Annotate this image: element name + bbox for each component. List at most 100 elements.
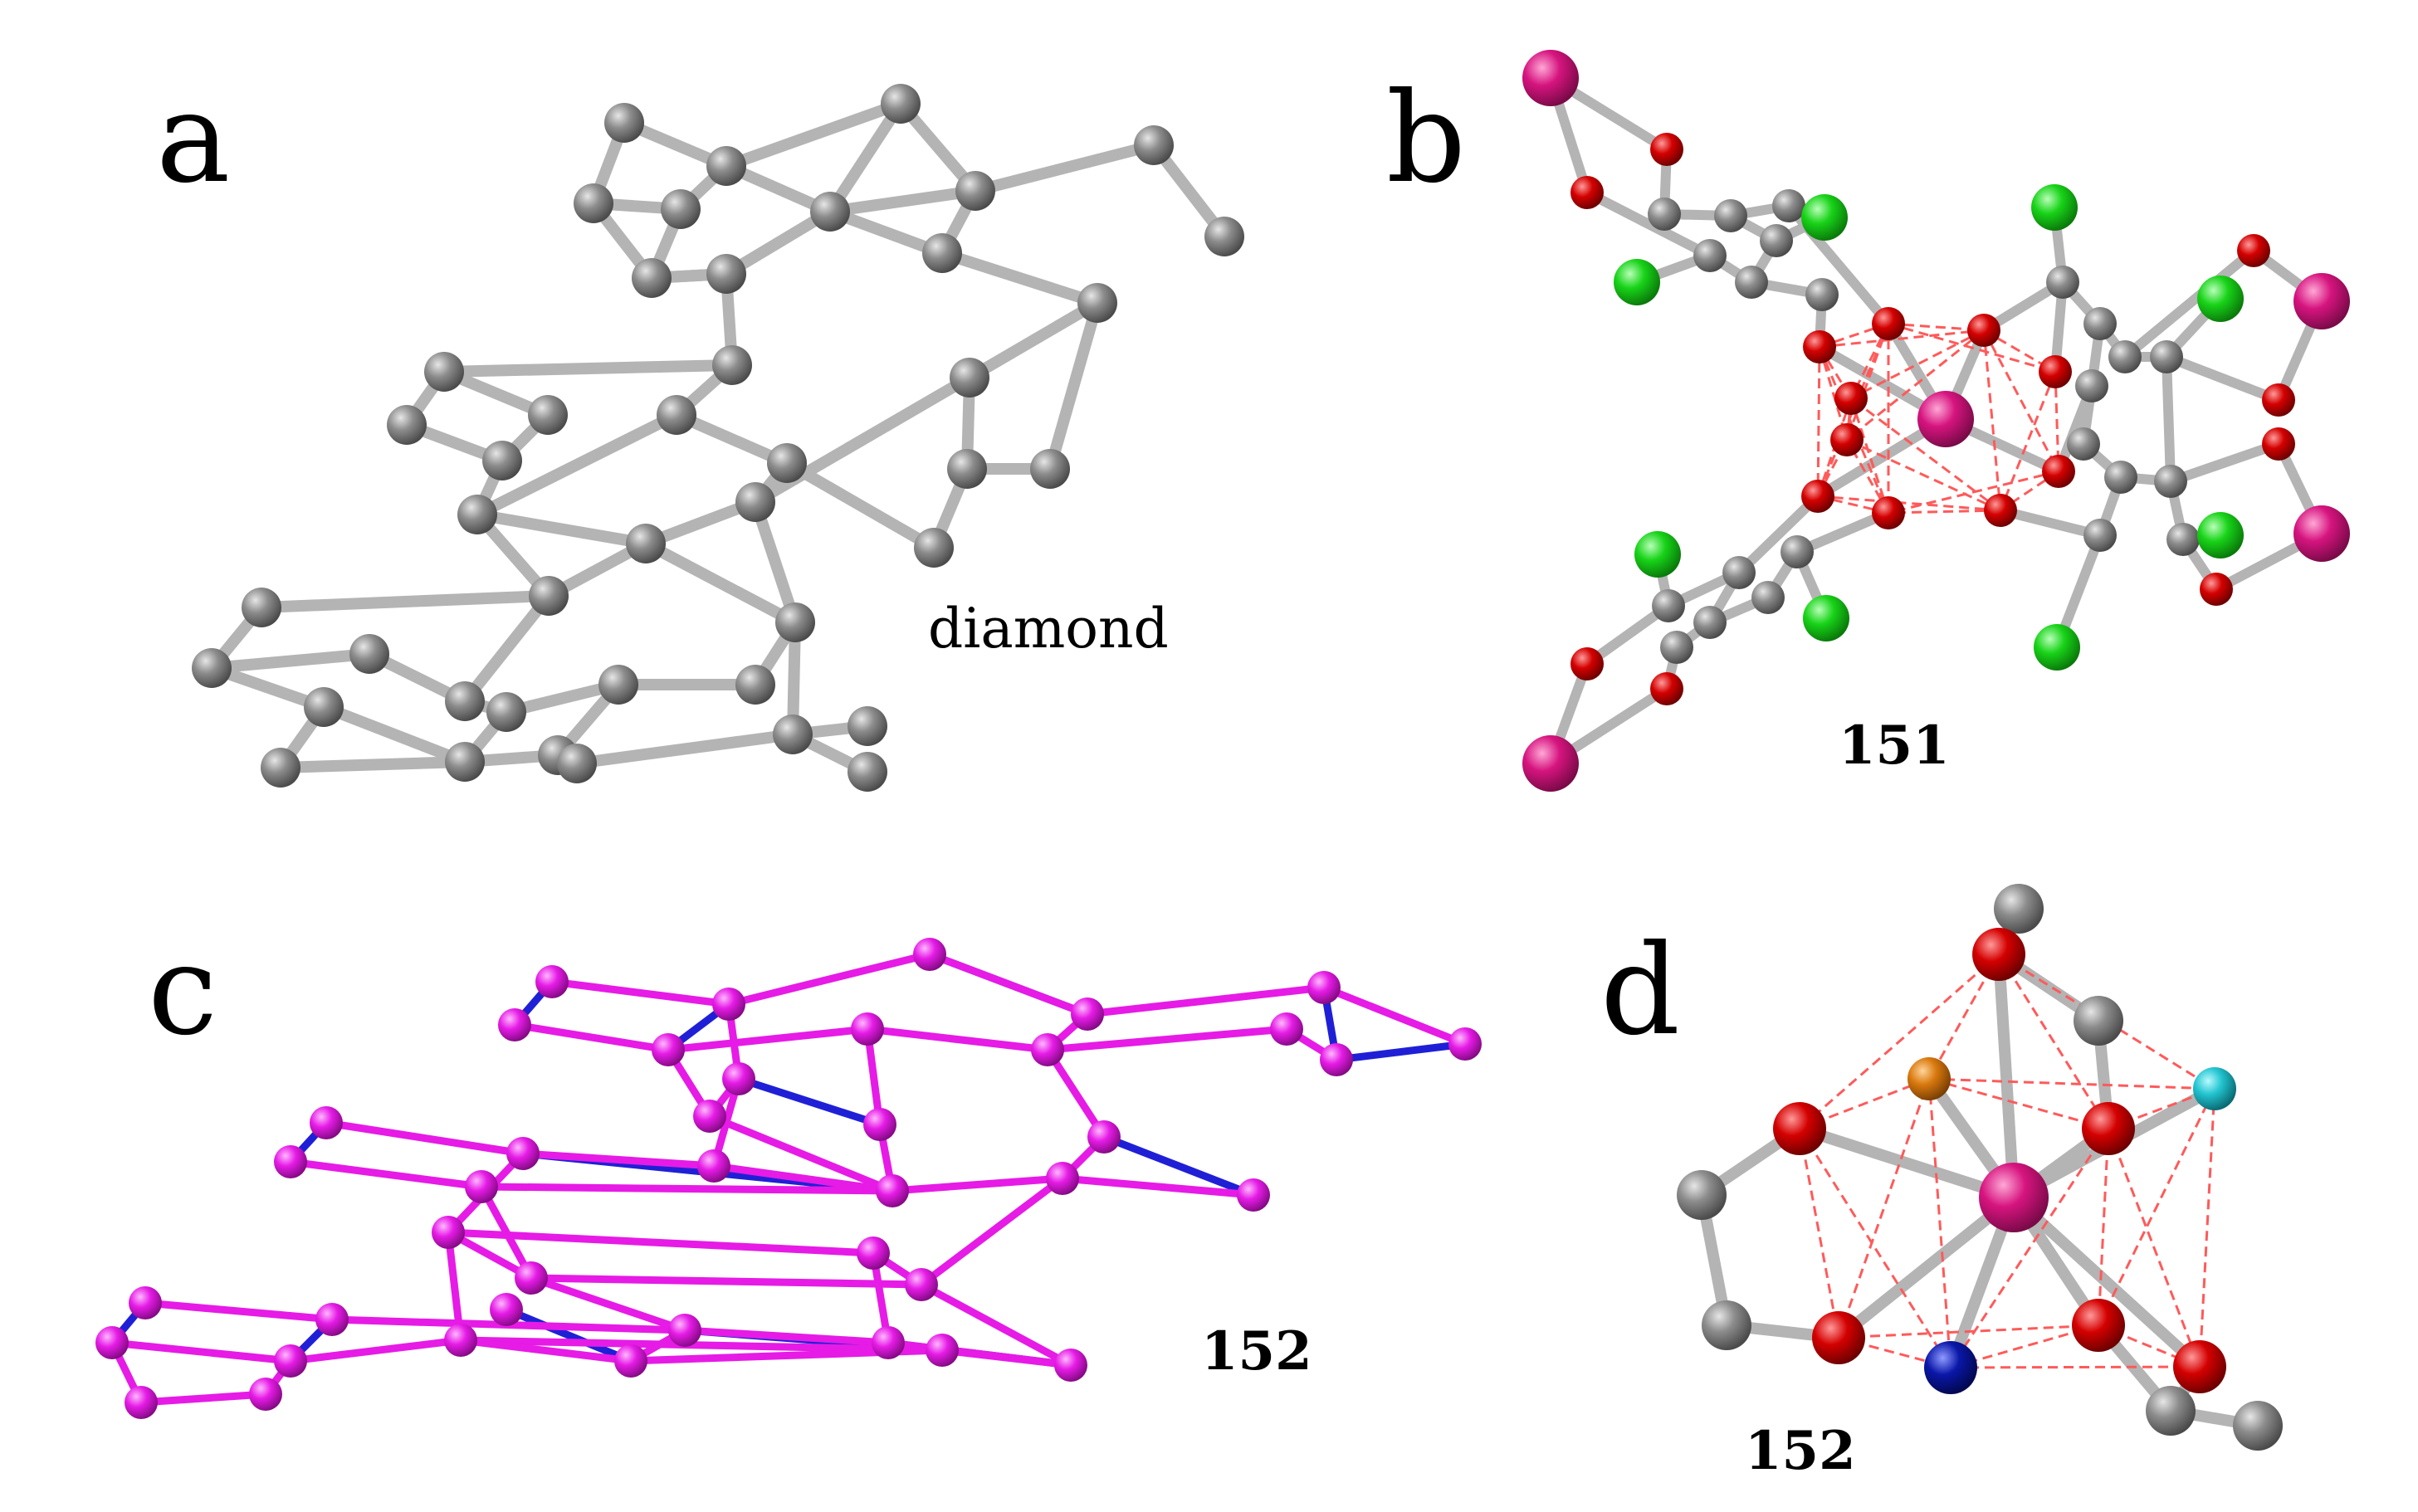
carbon-atom — [2067, 427, 2100, 461]
polyhedron-contact — [1928, 1077, 2215, 1090]
net-bond-magenta — [527, 1274, 689, 1334]
net-node — [722, 1062, 755, 1095]
carbon-atom — [1760, 224, 1793, 257]
diamond-bond — [459, 590, 554, 707]
carbon-atom — [1030, 449, 1070, 489]
diamond-bond — [824, 185, 981, 217]
net-node — [1031, 1033, 1064, 1066]
carbon-atom — [557, 744, 597, 783]
net-node — [249, 1378, 282, 1411]
carbon-atom — [574, 183, 613, 223]
net-node — [863, 1108, 896, 1141]
carbon-atom — [424, 352, 464, 392]
ligand-bond — [1582, 601, 1673, 669]
net-bond-magenta — [477, 1183, 535, 1282]
carbon-atom — [261, 748, 300, 788]
diamond-bond — [275, 756, 471, 773]
net-node — [697, 1149, 730, 1183]
diamond-bond — [824, 98, 906, 217]
polyhedron-contact — [2107, 1128, 2201, 1368]
net-node — [913, 938, 946, 971]
net-bond-magenta — [527, 1274, 926, 1289]
oxygen-atom — [1570, 176, 1604, 209]
net-node — [1320, 1043, 1353, 1076]
net-bond-magenta — [1043, 1046, 1108, 1141]
net-bond-magenta — [725, 950, 934, 1008]
carbon-atom — [2083, 307, 2117, 340]
polyhedron-contact — [1888, 322, 2056, 373]
oxygen-atom — [1984, 494, 2017, 527]
net-node — [851, 1012, 884, 1046]
polyhedron-contact — [1949, 1128, 2110, 1368]
carbon-atom — [349, 634, 389, 674]
oxygen-atom — [1803, 330, 1836, 363]
carbon-atom — [2154, 465, 2187, 498]
net-bond-magenta — [137, 1390, 270, 1407]
carbon-atom — [482, 441, 522, 480]
chlorine-atom — [2031, 184, 2078, 231]
net-bond-magenta — [519, 1149, 718, 1170]
cyan-atom — [2193, 1067, 2236, 1110]
carbon-atom — [955, 171, 995, 211]
diamond-bond — [671, 409, 793, 469]
net-bond-magenta — [286, 1158, 486, 1191]
ligand-bond — [1995, 505, 2105, 540]
polyhedron-contact — [2000, 470, 2059, 512]
net-node — [515, 1261, 548, 1295]
carbon-atom — [775, 602, 815, 642]
carbon-atom — [2046, 266, 2079, 299]
net-node — [95, 1326, 129, 1359]
polyhedron-contact — [2054, 371, 2060, 472]
ligand-bond — [1734, 491, 1823, 578]
oxygen-atom — [1972, 928, 2025, 981]
carbon-atom — [1693, 606, 1727, 639]
chlorine-atom — [2197, 276, 2244, 322]
chlorine-atom — [1801, 194, 1848, 241]
diamond-bond — [438, 359, 738, 378]
net-node — [535, 965, 569, 998]
orange-atom — [1908, 1057, 1951, 1100]
carbon-atom — [387, 405, 427, 445]
net-node — [712, 988, 745, 1021]
net-node — [668, 1314, 701, 1347]
carbon-atom — [2166, 523, 2200, 556]
carbon-atom — [1781, 535, 1814, 568]
net-bond-magenta — [444, 1228, 877, 1257]
ligand-bond — [2162, 352, 2284, 405]
oxygen-atom — [1830, 423, 1864, 456]
polyhedron-contact — [1818, 346, 1890, 514]
net-node — [490, 1293, 523, 1326]
carbon-atom — [950, 358, 989, 398]
panel-b-caption: 151 — [1839, 715, 1950, 777]
oxygen-atom — [2173, 1340, 2226, 1393]
net-node — [498, 1008, 531, 1041]
panel-c-net-152 — [95, 938, 1482, 1419]
panel-d-caption: 152 — [1745, 1420, 1856, 1482]
net-bond-magenta — [917, 1174, 1067, 1289]
oxygen-atom — [1872, 307, 1905, 340]
panel-b-structure-151 — [1522, 50, 2350, 792]
diamond-bond — [471, 409, 682, 520]
carbon-atom — [1693, 239, 1727, 272]
net-node — [310, 1106, 343, 1139]
carbon-atom — [922, 233, 962, 273]
net-bond-magenta — [444, 1228, 465, 1344]
oxygen-atom — [2082, 1102, 2135, 1155]
carbon-atom — [661, 189, 701, 229]
oxygen-atom — [2200, 573, 2233, 606]
panel-a-diamond-net — [192, 84, 1244, 792]
carbon-atom — [712, 345, 752, 385]
polyhedron-contact — [1849, 398, 1890, 514]
oxygen-atom — [2072, 1299, 2125, 1352]
central-metal-atom — [1979, 1163, 2049, 1232]
net-node — [872, 1326, 905, 1359]
diamond-bond — [721, 98, 906, 172]
carbon-atom — [2233, 1401, 2283, 1451]
net-node — [315, 1303, 349, 1336]
panel-d-coordination-152 — [1677, 884, 2283, 1451]
net-bond-magenta — [1058, 1174, 1258, 1199]
carbon-atom — [1652, 589, 1685, 622]
carbon-atom — [767, 443, 807, 483]
diamond-bond — [256, 590, 554, 613]
chlorine-atom — [2034, 624, 2080, 671]
